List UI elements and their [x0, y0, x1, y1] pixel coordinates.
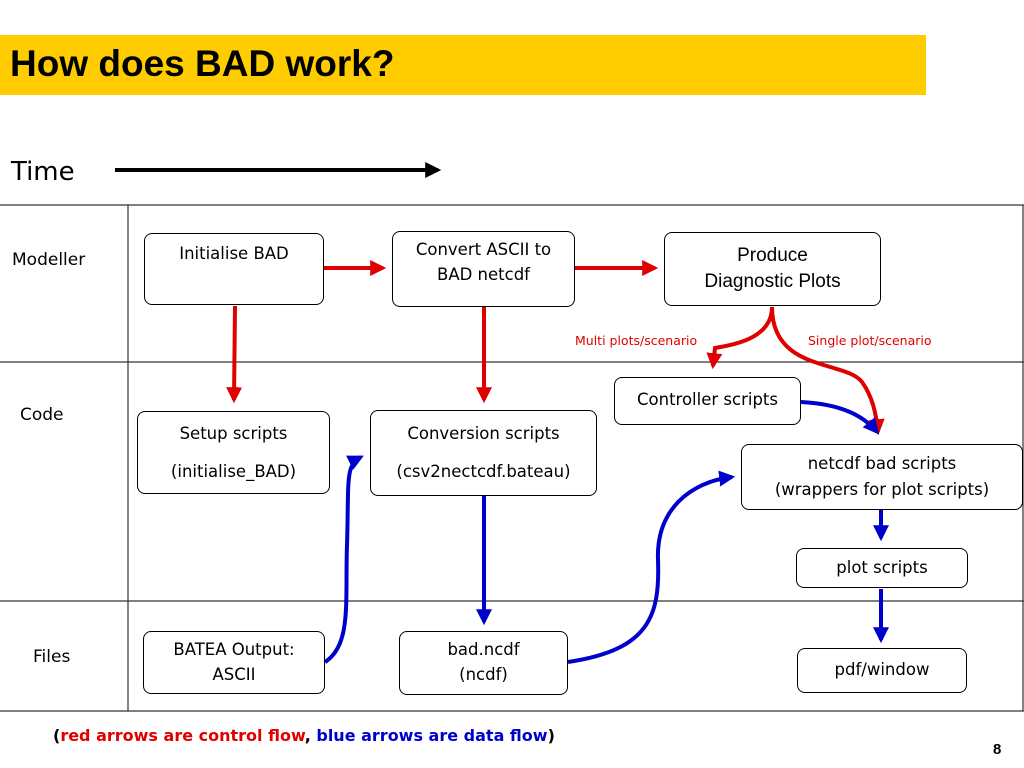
- conversion-scripts-box: Conversion scripts (csv2nectcdf.bateau): [370, 410, 597, 496]
- conversion-scripts-line2: (csv2nectcdf.bateau): [396, 462, 571, 481]
- produce-plots-line2: Diagnostic Plots: [704, 271, 841, 292]
- flow-legend: (red arrows are control flow, blue arrow…: [53, 726, 555, 745]
- legend-control-flow: red arrows are control flow: [60, 726, 305, 745]
- controller-scripts-box: Controller scripts: [614, 377, 801, 425]
- time-label: Time: [11, 157, 75, 187]
- pdf-window-label: pdf/window: [834, 660, 930, 680]
- initialise-bad-label: Initialise BAD: [179, 244, 289, 263]
- setup-scripts-line1: Setup scripts: [179, 423, 288, 443]
- lane-label-code: Code: [20, 405, 64, 425]
- produce-plots-box: Produce Diagnostic Plots: [664, 232, 881, 306]
- convert-ascii-line2: BAD netcdf: [437, 264, 530, 284]
- convert-ascii-box: Convert ASCII to BAD netcdf: [392, 231, 575, 307]
- page-title: How does BAD work?: [10, 43, 395, 84]
- arrow-controller-to-netcdf: [800, 400, 880, 435]
- swimlane-grid: [0, 204, 1024, 712]
- netcdf-bad-scripts-box: netcdf bad scripts (wrappers for plot sc…: [741, 444, 1023, 510]
- bad-ncdf-line2: (ncdf): [459, 665, 508, 684]
- arrow-batea-to-conversion: [323, 455, 364, 664]
- batea-output-box: BATEA Output: ASCII: [143, 631, 325, 694]
- arrow-initialise-to-setup: [226, 305, 243, 404]
- plot-scripts-box: plot scripts: [796, 548, 968, 588]
- controller-scripts-label: Controller scripts: [637, 390, 778, 409]
- lane-label-files: Files: [33, 647, 71, 667]
- legend-close: ): [547, 726, 555, 745]
- setup-scripts-box: Setup scripts (initialise_BAD): [137, 411, 330, 494]
- legend-open: (: [53, 726, 61, 745]
- page-number: 8: [993, 741, 1002, 758]
- netcdf-bad-scripts-line1: netcdf bad scripts: [807, 453, 957, 473]
- arrow-produce-to-controller: [706, 306, 774, 370]
- convert-ascii-line1: Convert ASCII to: [415, 240, 552, 259]
- legend-separator: ,: [304, 726, 317, 745]
- initialise-bad-box: Initialise BAD: [144, 233, 324, 305]
- batea-output-line1: BATEA Output:: [173, 639, 295, 659]
- bad-ncdf-line1: bad.ncdf: [447, 640, 520, 660]
- legend-data-flow: blue arrows are data flow: [316, 726, 548, 745]
- lane-label-modeller: Modeller: [12, 250, 86, 270]
- title-bar: How does BAD work?: [0, 35, 926, 95]
- arrow-badncdf-to-netcdf: [567, 470, 736, 664]
- produce-plots-line1: Produce: [737, 245, 808, 267]
- plot-scripts-label: plot scripts: [836, 557, 928, 577]
- setup-scripts-line2: (initialise_BAD): [170, 461, 297, 481]
- batea-output-line2: ASCII: [212, 664, 256, 684]
- multi-plots-label: Multi plots/scenario: [575, 333, 698, 348]
- bad-ncdf-box: bad.ncdf (ncdf): [399, 631, 568, 695]
- pdf-window-box: pdf/window: [797, 648, 967, 693]
- netcdf-bad-scripts-line2: (wrappers for plot scripts): [774, 480, 990, 499]
- arrow-produce-to-netcdf: [770, 306, 885, 436]
- single-plot-label: Single plot/scenario: [808, 333, 932, 348]
- conversion-scripts-line1: Conversion scripts: [407, 424, 560, 444]
